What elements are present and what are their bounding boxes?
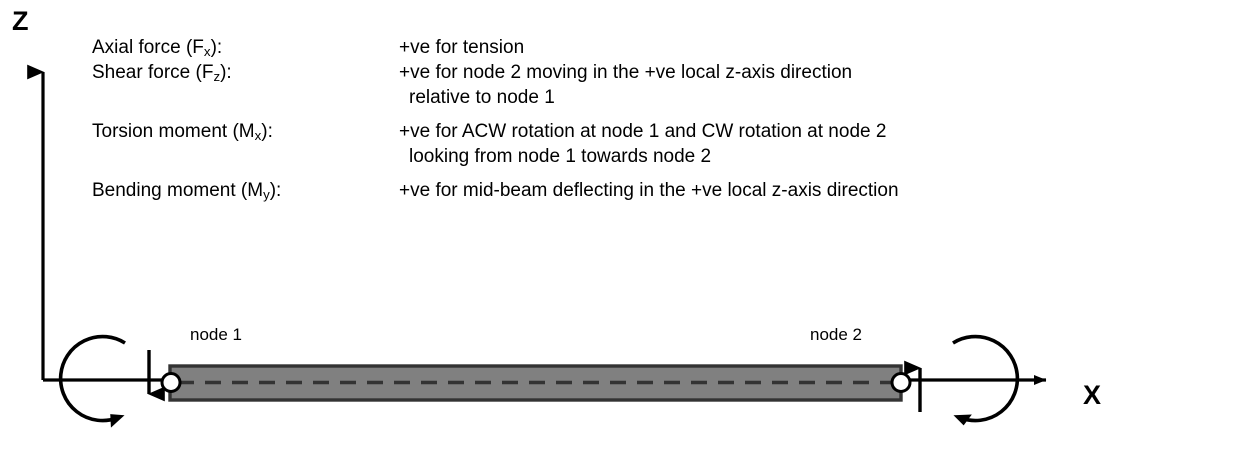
node-2-marker-icon (890, 372, 912, 393)
legend-spacer (92, 110, 1192, 120)
legend-term-axial-force: Axial force (Fx): (92, 36, 399, 61)
legend-term-text: Torsion moment (M (92, 121, 255, 142)
sign-convention-legend: Axial force (Fx): +ve for tension Shear … (92, 36, 1192, 204)
legend-term-suffix: ): (269, 180, 282, 201)
legend-term-suffix: ): (210, 37, 223, 58)
legend-desc-shear-force: +ve for node 2 moving in the +ve local z… (399, 62, 853, 83)
legend-desc-axial-force: +ve for tension (399, 37, 525, 58)
node-1-marker-icon (160, 372, 182, 393)
legend-desc-shear-force-continued: relative to node 1 (409, 87, 555, 108)
legend-term-bending-moment: Bending moment (My): (92, 179, 399, 204)
legend-term-subscript: z (213, 69, 221, 85)
legend-term-suffix: ): (261, 121, 273, 142)
legend-term-torsion-moment: Torsion moment (Mx): (92, 120, 399, 145)
legend-term-subscript: y (263, 187, 270, 203)
node-2-label: node 2 (810, 325, 862, 344)
legend-row-shear-force: Shear force (Fz): +ve for node 2 moving … (92, 61, 1192, 86)
legend-row-axial-force: Axial force (Fx): +ve for tension (92, 36, 1192, 61)
legend-term-subscript: x (254, 128, 262, 144)
node-1-label: node 1 (190, 325, 242, 344)
legend-term-suffix: ): (220, 62, 232, 83)
legend-term-subscript: x (203, 44, 211, 60)
legend-row-torsion-moment: Torsion moment (Mx): +ve for ACW rotatio… (92, 120, 1192, 145)
x-axis-label: X (1083, 380, 1102, 410)
legend-desc-bending-moment: +ve for mid-beam deflecting in the +ve l… (399, 180, 899, 201)
legend-row-bending-moment: Bending moment (My): +ve for mid-beam de… (92, 179, 1192, 204)
legend-term-shear-force: Shear force (Fz): (92, 61, 399, 86)
legend-term-text: Bending moment (M (92, 180, 264, 201)
z-axis-label: Z (12, 6, 29, 36)
legend-spacer (92, 169, 1192, 179)
legend-desc-torsion-moment-continued: looking from node 1 towards node 2 (409, 146, 712, 167)
node1-torsion-acw-arc-icon (58, 334, 126, 428)
node2-torsion-cw-arc-icon (952, 334, 1020, 426)
legend-term-text: Shear force (F (92, 62, 214, 83)
beam-body (168, 364, 903, 402)
legend-desc-torsion-moment: +ve for ACW rotation at node 1 and CW ro… (399, 121, 887, 142)
legend-term-text: Axial force (F (92, 37, 204, 58)
